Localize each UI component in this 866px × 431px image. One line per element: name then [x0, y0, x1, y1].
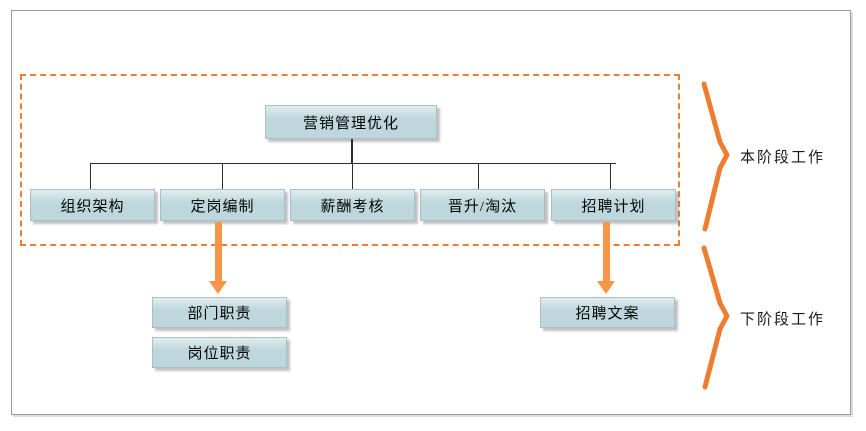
- connector-root-stem: [351, 139, 353, 164]
- connector-drop-5: [610, 163, 611, 189]
- node-next-3-label: 招聘文案: [575, 306, 640, 322]
- brace-label-current-phase: 本阶段工作: [740, 146, 825, 167]
- node-root-label: 营销管理优化: [302, 115, 399, 132]
- connector-drop-2: [222, 163, 223, 189]
- brace-label-next-phase: 下阶段工作: [740, 308, 825, 329]
- connector-drop-3: [352, 163, 353, 189]
- brace-label-current-phase-text: 本阶段工作: [740, 150, 826, 166]
- node-current-2[interactable]: 定岗编制: [160, 189, 285, 221]
- connector-drop-1: [90, 163, 91, 189]
- node-current-3-label: 薪酬考核: [320, 198, 385, 215]
- arrow-head-to-recruit-copy: [597, 281, 615, 294]
- node-current-1[interactable]: 组织架构: [30, 189, 155, 221]
- node-current-5[interactable]: 招聘计划: [551, 189, 676, 221]
- node-next-3[interactable]: 招聘文案: [540, 297, 675, 328]
- current-phase-dashed-region: [20, 74, 680, 246]
- arrow-shaft-to-department-duty: [215, 222, 222, 282]
- node-current-4-label: 晋升/淘汰: [447, 198, 518, 215]
- arrow-head-to-department-duty: [209, 281, 227, 294]
- connector-drop-4: [478, 163, 479, 189]
- node-next-2-label: 岗位职责: [187, 346, 252, 362]
- brace-next-phase: [701, 245, 730, 390]
- node-next-1-label: 部门职责: [187, 306, 252, 322]
- node-current-4[interactable]: 晋升/淘汰: [420, 189, 545, 221]
- node-current-1-label: 组织架构: [60, 198, 125, 215]
- node-root[interactable]: 营销管理优化: [265, 105, 437, 139]
- node-current-3[interactable]: 薪酬考核: [290, 189, 415, 221]
- node-current-2-label: 定岗编制: [190, 198, 255, 215]
- brace-current-phase: [701, 81, 730, 232]
- node-current-5-label: 招聘计划: [581, 198, 646, 215]
- arrow-shaft-to-recruit-copy: [603, 222, 610, 282]
- node-next-2[interactable]: 岗位职责: [152, 337, 287, 368]
- connector-bus: [90, 163, 616, 164]
- node-next-1[interactable]: 部门职责: [152, 297, 287, 328]
- brace-label-next-phase-text: 下阶段工作: [740, 312, 826, 328]
